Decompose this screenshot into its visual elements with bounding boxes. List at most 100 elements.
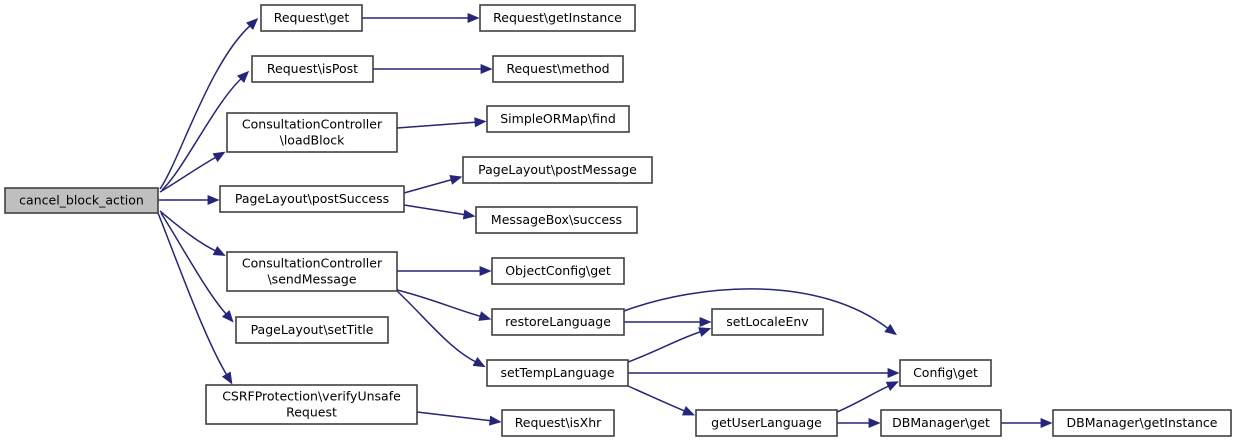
graph-node-settemplanguage[interactable]: setTempLanguage bbox=[486, 359, 629, 387]
call-edge bbox=[396, 289, 484, 318]
arrowhead-icon bbox=[698, 327, 712, 337]
graph-node-objectconfig-get[interactable]: ObjectConfig\get bbox=[491, 257, 625, 285]
graph-node-pl-postmessage[interactable]: PageLayout\postMessage bbox=[462, 156, 653, 184]
call-edge bbox=[627, 330, 704, 363]
graph-node-config-get[interactable]: Config\get bbox=[899, 359, 992, 387]
node-rect[interactable] bbox=[235, 316, 389, 344]
call-edge bbox=[396, 290, 479, 364]
node-rect[interactable] bbox=[486, 359, 629, 387]
node-label: PageLayout\postMessage bbox=[478, 162, 637, 177]
graph-node-mb-success[interactable]: MessageBox\success bbox=[475, 206, 638, 234]
node-rect[interactable] bbox=[1052, 409, 1232, 437]
call-edge bbox=[157, 212, 229, 378]
call-edge bbox=[623, 288, 891, 331]
node-rect[interactable] bbox=[899, 359, 992, 387]
node-rect[interactable] bbox=[880, 409, 1002, 437]
graph-node-setlocaleenv[interactable]: setLocaleEnv bbox=[711, 308, 824, 336]
node-rect[interactable] bbox=[711, 308, 824, 336]
node-label: cancel_block_action bbox=[19, 192, 144, 207]
call-edge bbox=[159, 155, 219, 193]
node-label: ConsultationController\loadBlock bbox=[242, 116, 383, 147]
graph-node-cc-loadblock[interactable]: ConsultationController\loadBlock bbox=[226, 112, 398, 153]
call-edge bbox=[416, 411, 494, 422]
node-rect[interactable] bbox=[226, 112, 398, 153]
graph-node-request-method[interactable]: Request\method bbox=[492, 55, 624, 83]
node-label: Request\method bbox=[506, 61, 609, 76]
node-rect[interactable] bbox=[260, 4, 363, 32]
node-rect[interactable] bbox=[486, 105, 630, 133]
call-edge bbox=[403, 178, 455, 194]
node-rect[interactable] bbox=[491, 308, 625, 336]
node-rect[interactable] bbox=[219, 185, 405, 213]
graph-node-cc-sendmessage[interactable]: ConsultationController\sendMessage bbox=[226, 251, 398, 292]
node-rect[interactable] bbox=[475, 206, 638, 234]
graph-node-getuserlanguage[interactable]: getUserLanguage bbox=[695, 409, 838, 437]
edge-layer bbox=[157, 12, 1053, 429]
graph-node-dbmanager-getinstance[interactable]: DBManager\getInstance bbox=[1052, 409, 1232, 437]
arrowhead-icon bbox=[479, 265, 492, 277]
graph-node-pl-postsuccess[interactable]: PageLayout\postSuccess bbox=[219, 185, 405, 213]
call-edge bbox=[160, 212, 229, 317]
call-edge bbox=[403, 204, 468, 216]
node-label: Request\getInstance bbox=[493, 10, 622, 25]
graph-node-simpleormap-find[interactable]: SimpleORMap\find bbox=[486, 105, 630, 133]
node-label: Request\get bbox=[274, 10, 350, 25]
node-rect[interactable] bbox=[491, 257, 625, 285]
node-label: PageLayout\setTitle bbox=[251, 322, 374, 337]
graph-node-request-ispost[interactable]: Request\isPost bbox=[251, 55, 374, 83]
call-edge bbox=[627, 385, 688, 413]
arrowhead-icon bbox=[681, 406, 695, 416]
node-rect[interactable] bbox=[251, 55, 374, 83]
node-label: DBManager\getInstance bbox=[1067, 415, 1218, 430]
arrowhead-icon bbox=[478, 311, 492, 321]
node-rect[interactable] bbox=[492, 55, 624, 83]
arrowhead-icon bbox=[474, 117, 487, 128]
node-label: Request\isXhr bbox=[515, 415, 602, 430]
call-edge bbox=[161, 76, 244, 191]
node-rect[interactable] bbox=[226, 251, 398, 292]
graph-node-request-isxhr[interactable]: Request\isXhr bbox=[501, 409, 615, 437]
arrowhead-icon bbox=[885, 381, 899, 392]
node-label: PageLayout\postSuccess bbox=[235, 191, 389, 206]
node-rect[interactable] bbox=[4, 187, 159, 214]
arrowhead-icon bbox=[887, 367, 900, 379]
graph-node-pl-settitle[interactable]: PageLayout\setTitle bbox=[235, 316, 389, 344]
node-rect[interactable] bbox=[479, 4, 636, 32]
graph-node-cancel-block-action[interactable]: cancel_block_action bbox=[4, 187, 159, 214]
node-rect[interactable] bbox=[205, 384, 418, 425]
node-layer: cancel_block_action Request\get Request\ge… bbox=[4, 4, 1232, 437]
arrowhead-icon bbox=[246, 17, 259, 30]
graph-node-request-get[interactable]: Request\get bbox=[260, 4, 363, 32]
node-rect[interactable] bbox=[462, 156, 653, 184]
node-label: setLocaleEnv bbox=[726, 314, 809, 329]
arrowhead-icon bbox=[221, 310, 234, 323]
arrowhead-icon bbox=[212, 151, 226, 163]
node-label: setTempLanguage bbox=[500, 365, 614, 380]
arrowhead-icon bbox=[884, 323, 897, 336]
graph-node-request-getinstance[interactable]: Request\getInstance bbox=[479, 4, 636, 32]
arrowhead-icon bbox=[467, 12, 480, 24]
arrowhead-icon bbox=[868, 417, 881, 429]
arrowhead-icon bbox=[212, 245, 226, 256]
arrowhead-icon bbox=[472, 356, 486, 368]
arrowhead-icon bbox=[221, 371, 233, 385]
graph-node-restorelanguage[interactable]: restoreLanguage bbox=[491, 308, 625, 336]
node-label: Request\isPost bbox=[267, 61, 358, 76]
graph-node-dbmanager-get[interactable]: DBManager\get bbox=[880, 409, 1002, 437]
node-rect[interactable] bbox=[501, 409, 615, 437]
node-rect[interactable] bbox=[695, 409, 838, 437]
arrowhead-icon bbox=[699, 316, 712, 328]
node-label: restoreLanguage bbox=[505, 314, 611, 329]
node-label: DBManager\get bbox=[892, 415, 990, 430]
node-label: Config\get bbox=[913, 365, 978, 380]
node-label: SimpleORMap\find bbox=[500, 111, 616, 126]
node-label: MessageBox\success bbox=[491, 212, 622, 227]
arrowhead-icon bbox=[207, 194, 220, 206]
arrowhead-icon bbox=[449, 175, 463, 185]
node-label: getUserLanguage bbox=[711, 415, 822, 430]
arrowhead-icon bbox=[1040, 417, 1053, 429]
arrowhead-icon bbox=[480, 63, 493, 75]
